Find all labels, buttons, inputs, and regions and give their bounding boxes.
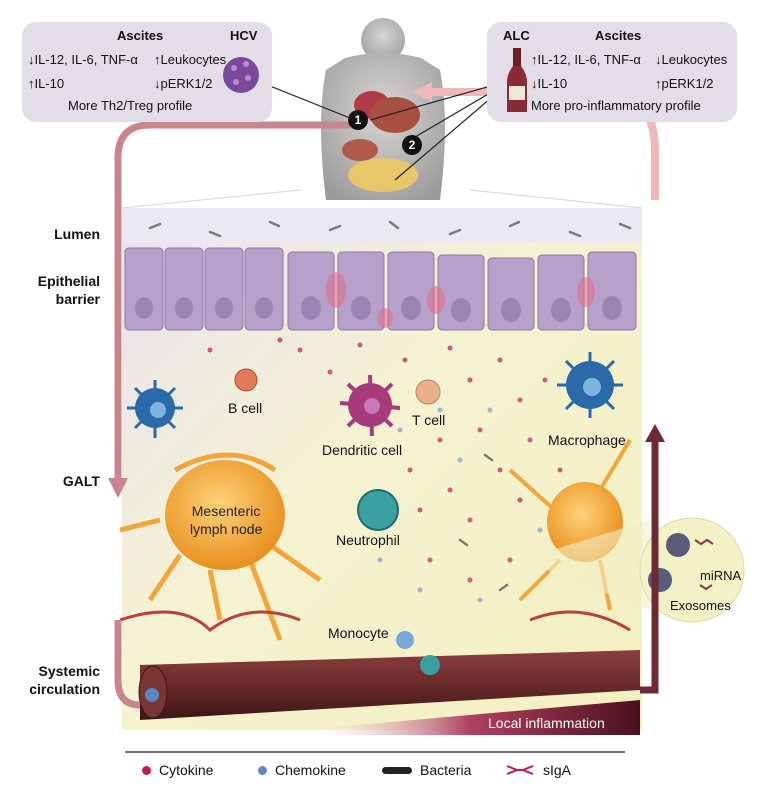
legend-cytokine-label: Cytokine xyxy=(159,762,214,778)
legend-bacteria: Bacteria xyxy=(382,762,471,778)
left-line1b: ↑Leukocytes xyxy=(154,52,227,67)
marker-1: 1 xyxy=(348,110,368,130)
b-cell xyxy=(234,368,258,392)
marker-2: 2 xyxy=(402,135,422,155)
lymph-node-label: Mesenteric lymph node xyxy=(190,502,262,538)
epithelial-label-line2: barrier xyxy=(55,291,100,307)
human-torso xyxy=(321,18,445,200)
right-line2: ↓IL-10 xyxy=(531,76,568,91)
siga-icon xyxy=(506,765,534,775)
lymph-node-label-line2: lymph node xyxy=(190,521,263,537)
legend-siga: sIgA xyxy=(505,762,571,778)
local-inflammation-label: Local inflammation xyxy=(488,715,605,731)
left-line2b: ↓pERK1/2 xyxy=(154,76,213,91)
exosomes-label: Exosomes xyxy=(670,598,731,613)
legend-bacteria-label: Bacteria xyxy=(420,762,472,778)
epithelial-label: Epithelial barrier xyxy=(0,272,100,308)
inflammation-gradient xyxy=(300,700,640,735)
chemokine-dots xyxy=(377,407,543,603)
exosome-bubble xyxy=(520,517,745,623)
bacteria-marks xyxy=(148,220,632,592)
legend-siga-label: sIgA xyxy=(543,762,572,778)
legend-chemokine: Chemokine xyxy=(258,762,346,778)
t-cell xyxy=(415,379,441,405)
epithelial-label-line1: Epithelial xyxy=(37,273,100,289)
b-cell-label: B cell xyxy=(228,400,263,416)
left-line2: ↑IL-10 xyxy=(28,76,65,91)
right-line1: ↑IL-12, IL-6, TNF-α xyxy=(531,52,641,67)
neutrophil xyxy=(357,489,399,531)
mesenteric-lymph-node xyxy=(119,452,322,641)
bacteria-icon xyxy=(382,766,412,774)
mirna-label: miRNA xyxy=(700,568,742,583)
t-cell-label: T cell xyxy=(412,412,446,428)
alc-label: ALC xyxy=(503,28,530,43)
left-line1: ↓IL-12, IL-6, TNF-α xyxy=(28,52,138,67)
dendritic-cell xyxy=(339,374,401,437)
blood-vessel xyxy=(138,631,640,720)
systemic-circulation-label: Systemic circulation xyxy=(0,662,100,698)
chemokine-dot-icon xyxy=(258,765,267,775)
ascites-title-right: Ascites xyxy=(595,28,642,43)
right-summary: More pro-inflammatory profile xyxy=(531,98,701,113)
systemic-label-line2: circulation xyxy=(29,681,100,697)
right-line1b: ↓Leukocytes xyxy=(655,52,728,67)
monocyte-label: Monocyte xyxy=(328,625,389,641)
hcv-virus-icon xyxy=(223,57,259,93)
epithelial-barrier xyxy=(124,247,637,331)
macrophage-cell xyxy=(557,352,623,418)
hcv-ascites-box: Ascites HCV ↓IL-12, IL-6, TNF-α ↑Leukocy… xyxy=(22,22,272,122)
alc-ascites-box: ALC Ascites ↑IL-12, IL-6, TNF-α ↓Leukocy… xyxy=(487,22,737,122)
neutrophil-label: Neutrophil xyxy=(336,532,400,548)
cytokine-dot-icon xyxy=(142,765,151,775)
lumen-zone xyxy=(122,208,642,243)
lymph-node-label-line1: Mesenteric xyxy=(191,503,261,519)
ascites-title-left: Ascites xyxy=(117,28,164,43)
capillaries xyxy=(119,610,631,632)
wine-bottle-icon xyxy=(507,48,527,112)
galt-label: GALT xyxy=(62,473,100,489)
dendritic-cell-blue xyxy=(127,380,183,438)
cytokine-dots xyxy=(207,337,563,583)
dendritic-cell-label: Dendritic cell xyxy=(322,442,403,458)
right-line2b: ↑pERK1/2 xyxy=(655,76,714,91)
legend-chemokine-label: Chemokine xyxy=(275,762,346,778)
hcv-label: HCV xyxy=(230,28,258,43)
left-summary: More Th2/Treg profile xyxy=(68,98,193,113)
lumen-label: Lumen xyxy=(54,226,100,242)
systemic-label-line1: Systemic xyxy=(38,663,100,679)
macrophage-label: Macrophage xyxy=(548,432,626,448)
legend-cytokine: Cytokine xyxy=(142,762,213,778)
